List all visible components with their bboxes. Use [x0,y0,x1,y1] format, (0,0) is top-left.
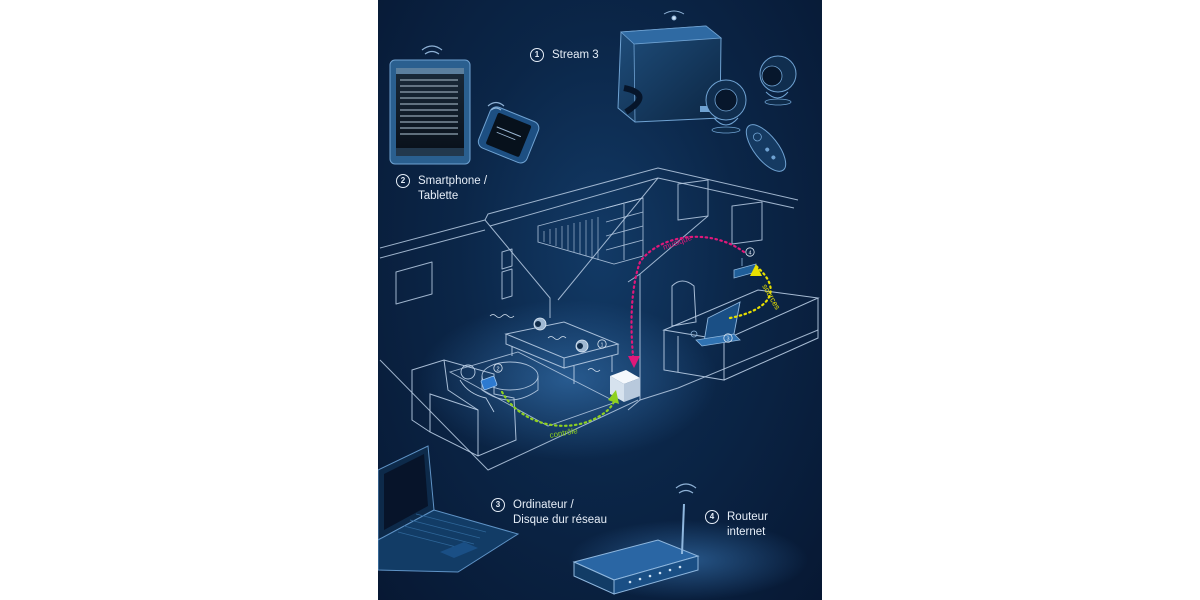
label-smartphone-tablette: 2 Smartphone / Tablette [396,174,487,204]
wifi-icon [675,483,697,494]
handheld-tablet-icon [480,375,498,391]
label-ordinateur-disque: 3 Ordinateur / Disque dur réseau [491,498,607,528]
svg-text:2: 2 [496,366,499,372]
tablet-icon [389,59,471,165]
label-number-badge: 3 [491,498,505,512]
room-glow [418,300,718,460]
satellite-speaker-icon [705,79,747,134]
subwoofer-icon [617,25,723,123]
sources-flow-arrow [728,264,772,320]
label-number-badge: 4 [705,510,719,524]
sources-flow-label: sources [760,283,782,312]
person-seated [459,364,495,413]
svg-text:3: 3 [726,336,729,342]
label-number-badge: 2 [396,174,410,188]
room-outline [379,167,819,471]
speaker-icon [533,317,547,331]
svg-text:4: 4 [748,250,751,256]
laptop-icon [378,445,520,573]
satellite-speaker-icon [759,55,797,106]
label-number-badge: 1 [530,48,544,62]
room-marker-4: 4 [745,247,755,257]
wifi-icon [421,45,443,55]
room-marker-2: 2 [493,363,503,373]
music-notes [489,314,601,372]
musique-flow-label: musique [662,233,694,252]
armchair [411,359,517,457]
label-stream-3: 1 Stream 3 [530,48,599,63]
controle-arrowhead [608,390,619,404]
remote-control-icon [745,124,787,172]
desk [662,289,820,381]
router-icon [572,503,700,595]
svg-text:1: 1 [600,342,603,348]
ottoman [481,361,539,401]
laptop-on-desk-icon [690,301,741,347]
office-chair [671,280,697,327]
bookshelf [537,197,644,265]
wifi-icon [487,101,505,111]
musique-arrowhead [628,356,640,368]
room-marker-3: 3 [723,333,733,343]
label-routeur-internet: 4 Routeur internet [705,510,768,540]
speaker-icon [575,339,589,353]
sources-arrowhead [750,264,762,276]
room-marker-1: 1 [597,339,607,349]
home-network-illustration: musique sources contrôle 1 2 3 4 [378,10,820,600]
signal-icon [663,10,685,21]
diagram-panel: musique sources contrôle 1 2 3 4 [378,0,822,600]
smartphone-icon [477,106,540,164]
musique-flow-arrow [630,235,746,368]
